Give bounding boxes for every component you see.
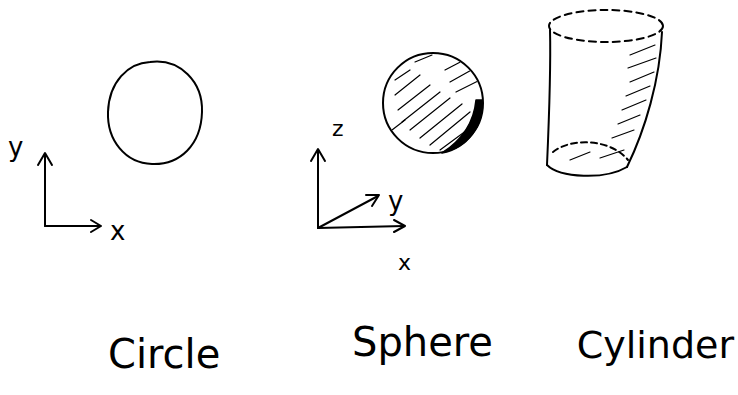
cylinder-shape — [547, 10, 663, 176]
shape-caption: Sphere — [352, 322, 493, 362]
shape-caption: Cylinder — [577, 326, 734, 364]
xy-axes — [38, 153, 101, 232]
axis-label: x — [398, 252, 411, 274]
axis-label: x — [110, 218, 125, 244]
axis-label: y — [388, 188, 403, 214]
shape-caption: Circle — [108, 334, 220, 374]
sphere-shape — [383, 53, 483, 153]
axis-label: y — [8, 134, 23, 160]
axis-label: z — [332, 118, 344, 140]
xyz-axes — [311, 149, 405, 232]
circle-shape — [108, 62, 202, 164]
